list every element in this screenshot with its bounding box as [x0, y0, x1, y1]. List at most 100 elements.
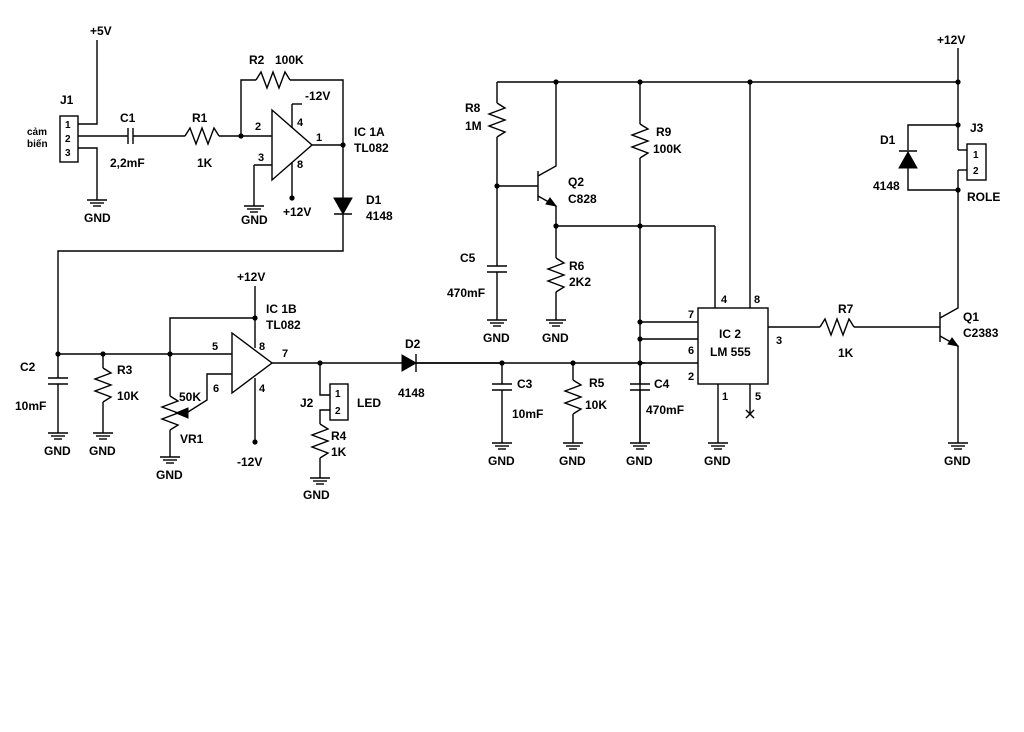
label-r6: R6 [569, 259, 585, 273]
gnd-r4: GND [303, 477, 330, 502]
resistor-r5: R5 10K [563, 363, 607, 443]
label-c5: C5 [460, 251, 476, 265]
label-r1-val: 1K [197, 156, 213, 170]
capacitor-c4: C4 470mF [630, 363, 684, 443]
pin-label: 3 [776, 335, 782, 347]
label-r8-val: 1M [465, 119, 482, 133]
label-r3-val: 10K [117, 389, 139, 403]
label-r2: R2 [249, 53, 265, 67]
label-j2: J2 [300, 396, 314, 410]
label-r9: R9 [656, 125, 672, 139]
label-ic1b-part: TL082 [266, 318, 301, 332]
label-d1-val: 4148 [366, 209, 393, 223]
pin-label: 6 [688, 345, 694, 357]
transistor-q1: Q1 C2383 [939, 196, 999, 443]
pin-label: 3 [65, 148, 71, 159]
pin-label: 2 [335, 406, 341, 417]
gnd-q1: GND [944, 442, 971, 468]
pin-label: 1 [65, 120, 71, 131]
pin-label: 2 [65, 134, 71, 145]
pin-label: 3 [258, 152, 264, 164]
label-gnd: GND [84, 211, 111, 225]
resistor-r4: R4 1K [310, 423, 347, 478]
label-ic1a-part: TL082 [354, 141, 389, 155]
resistor-r3: R3 10K [93, 354, 139, 433]
pin-label: 1 [722, 391, 728, 403]
label-c5-val: 470mF [447, 286, 485, 300]
resistor-r6: R6 2K2 [546, 257, 591, 320]
label-role: ROLE [967, 190, 1000, 204]
pin-label: 2 [973, 166, 979, 177]
label-r7: R7 [838, 302, 854, 316]
label-ic1b: IC 1B [266, 302, 297, 316]
label-minus12v: -12V [237, 455, 262, 469]
label-c3-val: 10mF [512, 407, 543, 421]
label-d1: D1 [880, 133, 896, 147]
label-r5: R5 [589, 376, 605, 390]
ic2-lm555: IC 2 LM 555 4 8 7 6 2 1 5 3 [640, 82, 820, 443]
label-c4: C4 [654, 377, 670, 391]
gnd-c2: GND [44, 432, 71, 458]
gnd-ic2: GND [704, 442, 731, 468]
opamp-ic1b: +12V IC 1B TL082 5 6 8 4 7 -12V [169, 270, 502, 469]
label-gnd: GND [303, 488, 330, 502]
pin-label: 7 [688, 309, 694, 321]
capacitor-c3: C3 10mF [492, 363, 543, 443]
label-d1: D1 [366, 193, 382, 207]
label-ic2-part: LM 555 [710, 345, 751, 359]
pin-label: 8 [259, 341, 265, 353]
label-r4: R4 [331, 429, 347, 443]
potentiometer-vr1: 50K VR1 [160, 354, 204, 457]
label-gnd: GND [626, 454, 653, 468]
label-c4-val: 470mF [646, 403, 684, 417]
resistor-r8: R8 1M [465, 82, 507, 266]
label-plus12v: +12V [237, 270, 265, 284]
label-led: LED [357, 396, 381, 410]
connector-j1: J1 1 2 3 cảm biến [27, 93, 128, 200]
gnd-ic1a: GND [241, 205, 268, 227]
pin-label: 4 [259, 383, 266, 395]
label-c2-val: 10mF [15, 399, 46, 413]
pin-label: 8 [754, 294, 760, 306]
label-plus12v: +12V [283, 205, 311, 219]
label-j1: J1 [60, 93, 74, 107]
pin-label: 2 [255, 121, 261, 133]
resistor-r2: R2 100K [240, 53, 344, 145]
connector-j3-relay: 1 2 J3 ROLE [957, 121, 1000, 204]
pin-label: 2 [688, 371, 694, 383]
gnd-c3: GND [488, 442, 515, 468]
gnd-r6: GND [542, 319, 569, 345]
label-r2-val: 100K [275, 53, 304, 67]
gnd-r5: GND [559, 442, 586, 468]
label-5v: +5V [90, 24, 112, 38]
resistor-r7: R7 1K [819, 302, 940, 360]
pin-label: 1 [316, 132, 322, 144]
pin-label: 7 [282, 348, 288, 360]
gnd-vr1: GND [156, 456, 183, 482]
gnd-j1: GND [84, 199, 111, 225]
label-gnd: GND [241, 213, 268, 227]
label-r3: R3 [117, 363, 133, 377]
label-q1: Q1 [963, 310, 979, 324]
label-j3: J3 [970, 121, 984, 135]
gnd-c5: GND [483, 319, 510, 345]
pin-label: 5 [212, 341, 218, 353]
label-c1-val: 2,2mF [110, 156, 145, 170]
label-ic2: IC 2 [719, 327, 741, 341]
label-q1-val: C2383 [963, 326, 999, 340]
label-gnd: GND [944, 454, 971, 468]
opamp-ic1a: 2 3 4 8 1 -12V +12V IC 1A TL082 [253, 89, 389, 219]
label-q2: Q2 [568, 175, 584, 189]
label-r5-val: 10K [585, 398, 607, 412]
label-vr1: VR1 [180, 432, 204, 446]
label-gnd: GND [488, 454, 515, 468]
resistor-r1: R1 1K [184, 111, 272, 170]
label-c1: C1 [120, 111, 136, 125]
gnd-r3: GND [89, 432, 116, 458]
label-gnd: GND [44, 444, 71, 458]
capacitor-c5: C5 470mF [447, 251, 507, 320]
label-r6-val: 2K2 [569, 275, 591, 289]
diode-d2: D2 4148 [398, 337, 425, 400]
label-d2-val: 4148 [398, 386, 425, 400]
